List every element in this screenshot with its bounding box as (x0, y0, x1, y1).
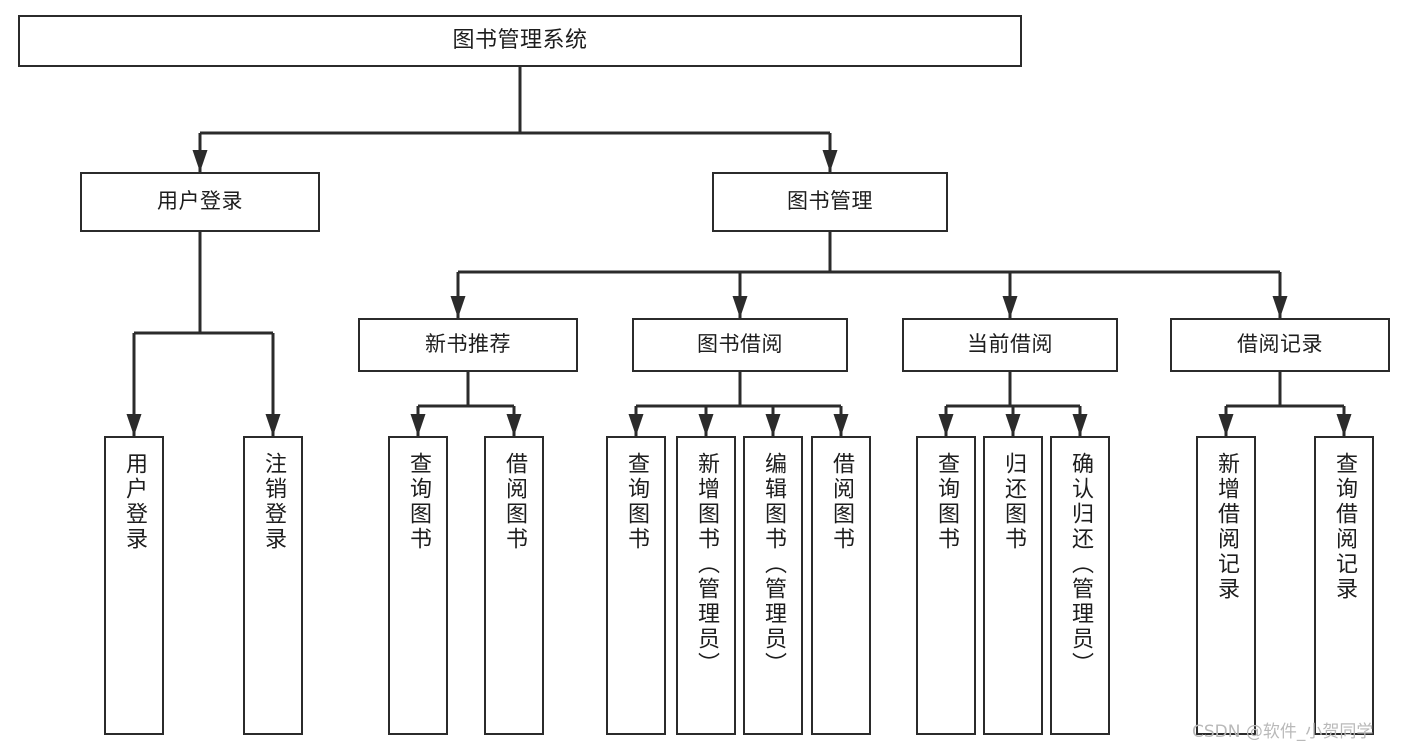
new-book-recommend-to-leaves-arrowhead-1 (506, 414, 522, 436)
node-leaf-borrow-book-borrow[interactable]: 借阅图书 (811, 436, 871, 735)
node-leaf-user-login[interactable]: 用户登录 (104, 436, 164, 735)
node-label: 用户登录 (157, 189, 243, 214)
node-leaf-return-book[interactable]: 归还图书 (983, 436, 1043, 735)
node-label: 图书管理系统 (452, 27, 588, 53)
node-current-borrow[interactable]: 当前借阅 (902, 318, 1118, 372)
book-borrow-to-leaves-arrowhead-3 (833, 414, 849, 436)
node-label: 确认归还（管理员） (1068, 452, 1093, 677)
node-label: 图书管理 (787, 189, 873, 214)
node-leaf-query-book-borrow[interactable]: 查询图书 (606, 436, 666, 735)
book-borrow-to-leaves-arrowhead-0 (628, 414, 644, 436)
node-book-borrow[interactable]: 图书借阅 (632, 318, 848, 372)
node-leaf-query-book-current[interactable]: 查询图书 (916, 436, 976, 735)
current-borrow-to-leaves-arrowhead-0 (938, 414, 954, 436)
node-label: 查询图书 (934, 452, 959, 552)
book-borrow-to-leaves-arrowhead-1 (698, 414, 714, 436)
root-to-tier1-arrowhead-0 (192, 150, 208, 172)
book-management-to-tier2-arrowhead-1 (732, 296, 748, 318)
node-leaf-query-book-recommend[interactable]: 查询图书 (388, 436, 448, 735)
current-borrow-to-leaves-arrowhead-1 (1005, 414, 1021, 436)
node-label: 新书推荐 (425, 332, 511, 357)
node-label: 归还图书 (1001, 452, 1026, 552)
node-leaf-logout-login[interactable]: 注销登录 (243, 436, 303, 735)
book-borrow-to-leaves-arrowhead-2 (765, 414, 781, 436)
node-label: 查询借阅记录 (1332, 452, 1357, 602)
watermark-label: CSDN @软件_小贺同学 (1192, 722, 1374, 742)
user-login-to-leaves-arrowhead-1 (265, 414, 281, 436)
node-book-management[interactable]: 图书管理 (712, 172, 948, 232)
node-label: 注销登录 (261, 452, 286, 552)
node-label: 新增图书（管理员） (694, 452, 719, 677)
node-leaf-borrow-book-recommend[interactable]: 借阅图书 (484, 436, 544, 735)
node-new-book-recommend[interactable]: 新书推荐 (358, 318, 578, 372)
node-label: 借阅记录 (1237, 332, 1323, 357)
node-borrow-record[interactable]: 借阅记录 (1170, 318, 1390, 372)
node-label: 新增借阅记录 (1214, 452, 1239, 602)
book-management-to-tier2-arrowhead-0 (450, 296, 466, 318)
root-to-tier1-arrowhead-1 (822, 150, 838, 172)
book-management-to-tier2-arrowhead-2 (1002, 296, 1018, 318)
current-borrow-to-leaves-arrowhead-2 (1072, 414, 1088, 436)
node-label: 查询图书 (624, 452, 649, 552)
node-leaf-confirm-return-admin[interactable]: 确认归还（管理员） (1050, 436, 1110, 735)
node-label: 借阅图书 (502, 452, 527, 552)
node-root[interactable]: 图书管理系统 (18, 15, 1022, 67)
node-leaf-add-borrow-record[interactable]: 新增借阅记录 (1196, 436, 1256, 735)
book-management-to-tier2-arrowhead-3 (1272, 296, 1288, 318)
node-leaf-query-borrow-record[interactable]: 查询借阅记录 (1314, 436, 1374, 735)
node-label: 借阅图书 (829, 452, 854, 552)
node-user-login[interactable]: 用户登录 (80, 172, 320, 232)
node-leaf-add-book-admin[interactable]: 新增图书（管理员） (676, 436, 736, 735)
node-label: 当前借阅 (967, 332, 1053, 357)
user-login-to-leaves-arrowhead-0 (126, 414, 142, 436)
new-book-recommend-to-leaves-arrowhead-0 (410, 414, 426, 436)
node-label: 查询图书 (406, 452, 431, 552)
node-leaf-edit-book-admin[interactable]: 编辑图书（管理员） (743, 436, 803, 735)
node-label: 图书借阅 (697, 332, 783, 357)
node-label: 编辑图书（管理员） (761, 452, 786, 677)
borrow-record-to-leaves-arrowhead-0 (1218, 414, 1234, 436)
node-label: 用户登录 (122, 452, 147, 552)
borrow-record-to-leaves-arrowhead-1 (1336, 414, 1352, 436)
